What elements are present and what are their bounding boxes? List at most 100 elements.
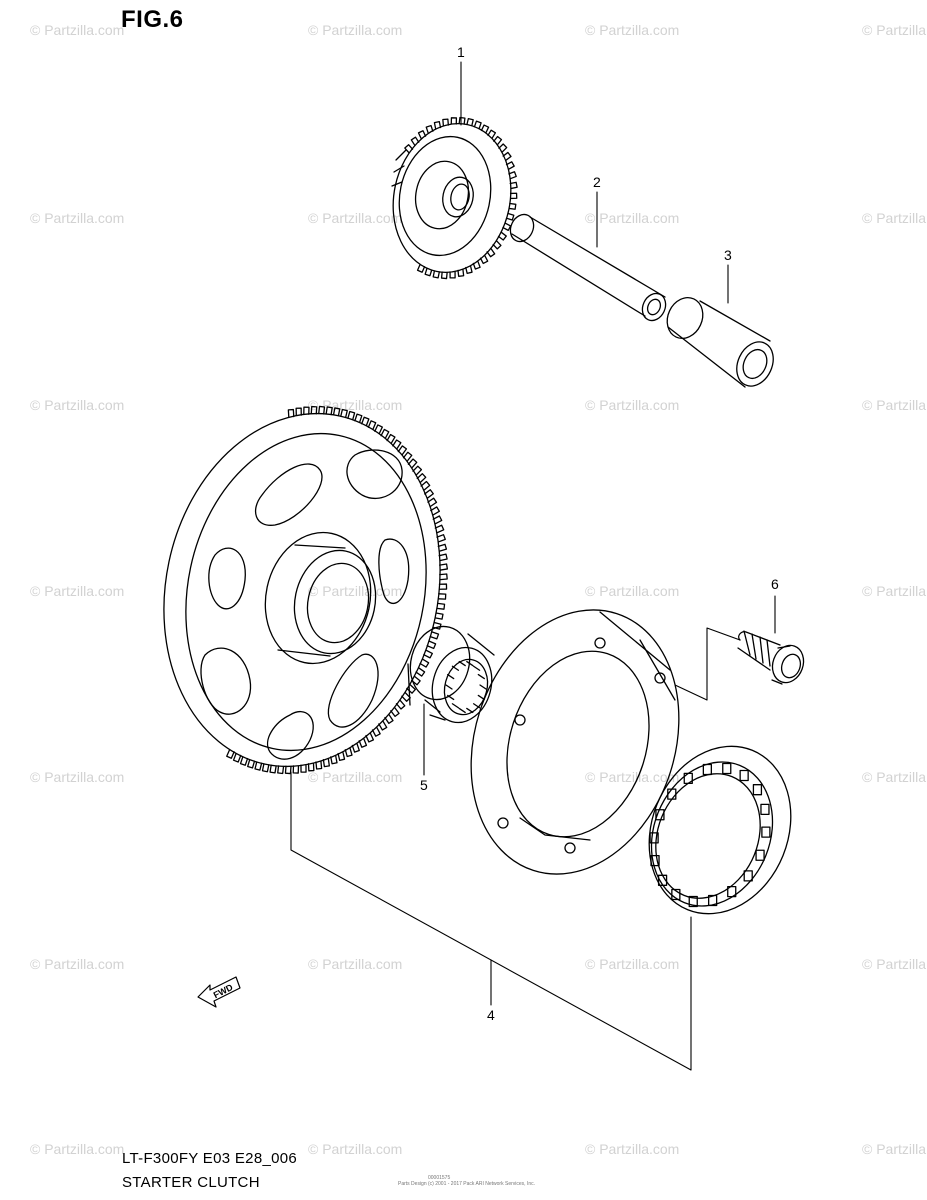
gear-tooth (432, 270, 440, 279)
watermark-text: © Partzilla.com (585, 956, 680, 972)
gear-tooth (479, 255, 489, 265)
gear-tooth (472, 261, 481, 270)
gear-tooth (412, 465, 423, 476)
gear-tooth (367, 420, 377, 430)
watermark-text: © Partzilla.com (308, 769, 403, 785)
gear-tooth (439, 563, 449, 571)
gear-tooth (430, 506, 440, 516)
gear-tooth (419, 658, 430, 668)
gear-tooth (284, 765, 292, 775)
gear-tooth (287, 408, 295, 418)
needle-roller (479, 684, 487, 690)
gear-tooth (465, 265, 473, 274)
gear-tooth (420, 480, 431, 491)
gear-tooth (436, 534, 446, 543)
gear-tooth (429, 631, 440, 640)
gear-tooth (508, 202, 517, 210)
callout-5[interactable]: 5 (420, 777, 428, 793)
gear-tooth (416, 264, 426, 273)
gear-tooth (416, 473, 427, 483)
watermark-text: © Partzilla.com (308, 583, 403, 599)
needle-roller (466, 707, 474, 714)
sprag-elements (649, 762, 771, 908)
sprag-element (667, 788, 677, 800)
callout-4[interactable]: 4 (487, 1007, 495, 1023)
gear-tooth (392, 439, 402, 450)
watermark-text: © Partzilla.com (308, 210, 403, 226)
gear-tooth (410, 675, 421, 686)
sprag-cage[interactable] (625, 725, 816, 935)
gear-tooth (315, 760, 323, 770)
gear-tooth (325, 406, 333, 416)
sprag-element (702, 763, 713, 776)
leader-lines (290, 61, 776, 1071)
gear-tooth (424, 489, 434, 499)
callout-3[interactable]: 3 (724, 247, 732, 263)
watermark-text: © Partzilla.com (862, 22, 927, 38)
gear-tooth (374, 424, 383, 435)
sprag-element (752, 784, 763, 796)
one-way-clutch-body[interactable] (438, 583, 712, 902)
gear-tooth (386, 433, 396, 444)
gear-tooth (310, 405, 318, 415)
gear-tooth (442, 118, 449, 127)
sprag-element (707, 894, 718, 907)
gear-tooth (417, 130, 427, 139)
sprag-element (657, 874, 668, 886)
gear-tooth (509, 192, 518, 200)
callout-1[interactable]: 1 (457, 44, 465, 60)
sprag-element (722, 762, 732, 775)
needle-roller (466, 660, 474, 667)
watermark-text: © Partzilla.com (585, 1141, 680, 1157)
bearing-rollers (445, 660, 487, 714)
gear-tooth (380, 428, 390, 439)
gear-tooth (424, 267, 433, 277)
clutch-bolt[interactable] (737, 630, 809, 687)
sprag-element (743, 870, 753, 882)
spacer-bushing[interactable] (661, 292, 780, 392)
gear-tooth (354, 413, 363, 423)
gear-tooth (432, 515, 443, 525)
fine-print-line1: 00001575 (428, 1175, 451, 1181)
gear-tooth (498, 143, 508, 153)
callout-6[interactable]: 6 (771, 576, 779, 592)
gear-tooth (347, 410, 356, 421)
gear-tooth (427, 497, 438, 507)
gear-tooth (239, 756, 249, 766)
gear-tooth (434, 524, 445, 534)
starter-driven-gear[interactable] (132, 388, 472, 793)
watermark-text: © Partzilla.com (308, 22, 403, 38)
needle-roller (477, 673, 485, 680)
gear-tooth (292, 765, 300, 774)
callout-2[interactable]: 2 (593, 174, 601, 190)
gear-tooth (458, 116, 466, 125)
gear-tooth (232, 753, 242, 763)
idle-gear-shaft[interactable] (506, 211, 670, 325)
gear-tooth (226, 749, 235, 759)
fine-print-line2: Parts Design (c) 2001 - 2017 Pack ARI Ne… (398, 1181, 535, 1187)
gear-tooth (318, 405, 326, 415)
gear-tooth (433, 121, 442, 130)
watermark-text: © Partzilla.com (585, 397, 680, 413)
model-code: LT-F300FY E03 E28_006 (122, 1150, 298, 1167)
gear-tooth (410, 136, 420, 146)
gear-tooth (404, 144, 414, 154)
gear-tooth (423, 649, 433, 659)
starter-idle-gear[interactable] (380, 113, 525, 284)
sprag-element (755, 849, 765, 861)
gear-tooth (437, 593, 447, 600)
needle-roller (477, 694, 485, 701)
gear-tooth (269, 764, 277, 774)
sprag-element (671, 888, 681, 901)
gear-tooth (397, 445, 408, 456)
gear-tooth (322, 758, 330, 768)
needle-roller (451, 665, 460, 671)
gear-tooth (480, 124, 490, 134)
watermark-text: © Partzilla.com (862, 210, 927, 226)
sprag-element (727, 885, 737, 898)
sprag-element (761, 826, 771, 838)
needle-bearing[interactable] (402, 620, 499, 729)
gear-tooth (337, 751, 346, 761)
gear-tooth (415, 667, 426, 677)
